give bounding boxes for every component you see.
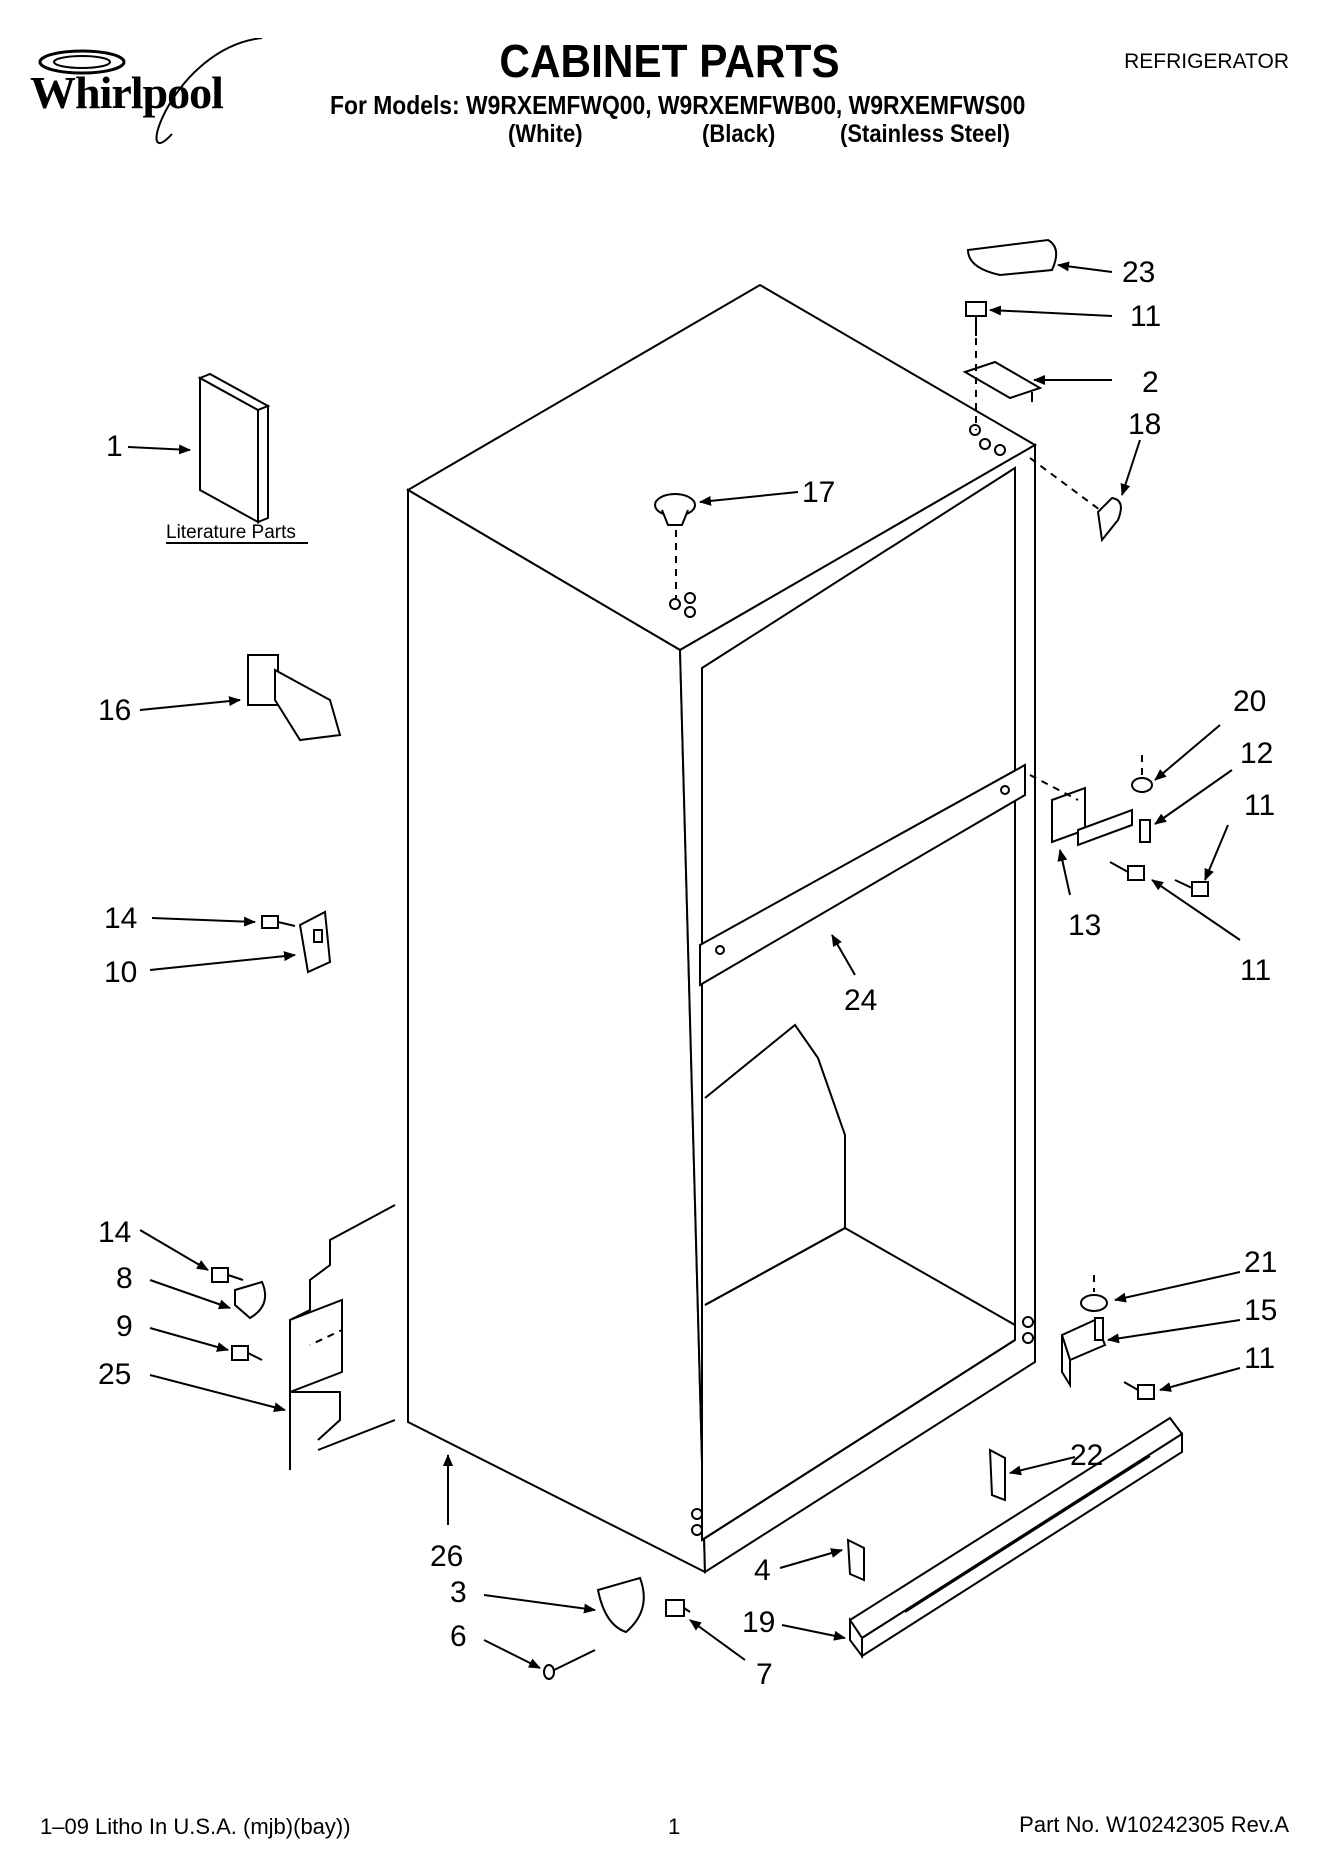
- part-16-hinge-pin: [247, 654, 342, 742]
- callout-3: 3: [450, 1576, 467, 1609]
- callout-14-upper: 14: [104, 902, 137, 935]
- part-3-leveler: [596, 1576, 645, 1634]
- leader-lines: [127, 261, 1241, 1669]
- callout-11-mid-b: 11: [1240, 954, 1271, 987]
- divider-rail: [699, 763, 1026, 987]
- callout-11-top: 11: [1130, 300, 1161, 333]
- finish-white: (White): [508, 120, 583, 148]
- models-line: For Models: W9RXEMFWQ00, W9RXEMFWB00, W9…: [330, 90, 1026, 120]
- callout-15: 15: [1244, 1294, 1277, 1327]
- part-13-middle-hinge: [1051, 786, 1133, 847]
- part-23-hinge-cover: [966, 238, 1058, 277]
- callout-10: 10: [104, 956, 137, 989]
- part-18-hinge-plug: [1096, 496, 1122, 543]
- brand-logo-text: Whirlpool: [30, 67, 224, 118]
- callout-25: 25: [98, 1358, 131, 1391]
- callout-22: 22: [1070, 1439, 1103, 1472]
- callout-20: 20: [1233, 685, 1266, 718]
- part-10-hinge-bracket: [298, 910, 332, 974]
- callout-6: 6: [450, 1620, 467, 1653]
- callout-4: 4: [754, 1554, 771, 1587]
- appliance-category: REFRIGERATOR: [1124, 50, 1289, 73]
- callout-26: 26: [430, 1540, 463, 1573]
- callout-18: 18: [1128, 408, 1161, 441]
- part-7-bolt: [665, 1599, 691, 1617]
- callout-7: 7: [756, 1658, 773, 1691]
- part-14-screw-lower: [211, 1267, 244, 1283]
- callout-13: 13: [1068, 909, 1101, 942]
- part-11-screw-mid-b: [1109, 861, 1145, 881]
- part-11-screw-top: [965, 301, 987, 336]
- part-17-plug: [654, 493, 696, 526]
- callout-23: 23: [1122, 256, 1155, 289]
- part-2-top-hinge: [962, 360, 1043, 402]
- finish-stainless: (Stainless Steel): [840, 120, 1010, 148]
- part-15-bottom-hinge: [1060, 1317, 1107, 1389]
- part-12-pin: [1139, 819, 1151, 843]
- page-title: CABINET PARTS: [499, 35, 840, 87]
- footer-page-number: 1: [668, 1814, 681, 1839]
- whirlpool-logo: [38, 38, 262, 144]
- footer-print-info: 1–09 Litho In U.S.A. (mjb)(bay)): [40, 1814, 351, 1839]
- part-19-toe-grille: [848, 1416, 1184, 1659]
- callout-2: 2: [1142, 366, 1159, 399]
- callout-16: 16: [98, 694, 131, 727]
- part-25-bracket: [289, 1204, 396, 1470]
- part-9-screw: [231, 1345, 263, 1361]
- liner-floor: [704, 1226, 1016, 1326]
- callout-19: 19: [742, 1606, 775, 1639]
- part-11-screw-mid-a: [1174, 879, 1209, 897]
- finish-black: (Black): [702, 120, 776, 148]
- cabinet-shell: [406, 283, 1037, 1574]
- callout-24: 24: [844, 984, 877, 1017]
- part-21-washer: [1080, 1294, 1108, 1312]
- callout-21: 21: [1244, 1246, 1277, 1279]
- part-6-pin: [543, 1649, 596, 1680]
- part-8-clamp: [234, 1280, 266, 1320]
- callout-8: 8: [116, 1262, 133, 1295]
- literature-parts: [197, 372, 271, 524]
- callout-9: 9: [116, 1310, 133, 1343]
- footer-part-number: Part No. W10242305 Rev.A: [1019, 1812, 1289, 1837]
- part-22-clip: [988, 1448, 1006, 1502]
- part-14-screw-upper: [261, 915, 296, 929]
- literature-label: Literature Parts: [166, 522, 296, 543]
- cabinet-side: [407, 488, 707, 1574]
- part-11-screw-bottom: [1123, 1381, 1155, 1400]
- part-20-washer: [1131, 777, 1153, 793]
- callout-14-lower: 14: [98, 1216, 131, 1249]
- callout-12: 12: [1240, 737, 1273, 770]
- callout-1: 1: [106, 430, 123, 463]
- callout-17: 17: [802, 476, 835, 509]
- part-4-clip: [846, 1538, 865, 1582]
- callout-11-bottom: 11: [1244, 1342, 1275, 1375]
- callout-11-mid-a: 11: [1244, 789, 1275, 822]
